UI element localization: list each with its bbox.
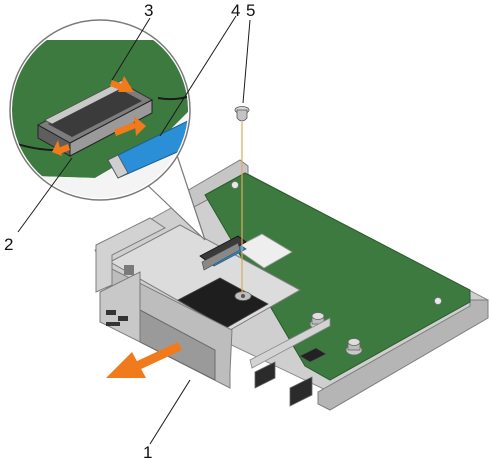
callout-5: 5 <box>246 1 255 20</box>
mount-bracket <box>95 217 166 293</box>
usb-port <box>254 361 276 389</box>
board-surface <box>204 172 471 381</box>
magnifier-wire <box>12 137 56 151</box>
detail-magnifier <box>9 19 206 241</box>
usb-port <box>289 376 313 407</box>
callout-3: 3 <box>144 1 153 20</box>
leader-line-1 <box>149 379 191 445</box>
arrow-head <box>106 352 146 378</box>
leader-line-2 <box>17 157 73 233</box>
arrow-shaft <box>135 342 182 370</box>
cable-connector-latch <box>201 242 241 271</box>
bracket-slot <box>124 265 134 275</box>
callout-4: 4 <box>231 1 240 20</box>
board-chip <box>299 347 327 363</box>
front-panel-port <box>118 316 128 321</box>
front-panel-port <box>106 310 116 315</box>
leader-lines <box>17 15 251 445</box>
port-bracket <box>249 317 331 369</box>
callout-2: 2 <box>4 235 13 254</box>
screw-hole-center <box>241 294 245 298</box>
board-mounting-hole <box>434 297 442 305</box>
control-panel-cable <box>199 235 247 271</box>
magnifier-cable-end <box>107 154 129 179</box>
tray-side-rail-right <box>317 299 489 411</box>
magnifier-connector-side <box>69 99 153 157</box>
removal-arrow <box>106 342 182 378</box>
system-board <box>204 172 471 381</box>
magnifier-connector-slot <box>48 88 142 137</box>
leader-line-4 <box>159 15 237 137</box>
screw-shank <box>236 109 248 122</box>
magnifier-wire <box>157 91 188 101</box>
magnifier-connector-latch <box>44 79 131 125</box>
callout-1: 1 <box>143 443 152 462</box>
cable-cutout <box>234 233 293 269</box>
magnifier-arrow-latch <box>110 76 134 92</box>
leader-line-3 <box>111 17 151 81</box>
screw <box>234 106 250 294</box>
magnifier-arrow-left <box>52 140 70 156</box>
magnifier-arrow-pull <box>114 116 146 136</box>
standoff <box>345 338 363 356</box>
front-ports <box>249 317 331 407</box>
board-mounting-hole <box>231 181 239 189</box>
leader-line-5 <box>242 19 251 104</box>
front-panel-port <box>106 322 120 326</box>
